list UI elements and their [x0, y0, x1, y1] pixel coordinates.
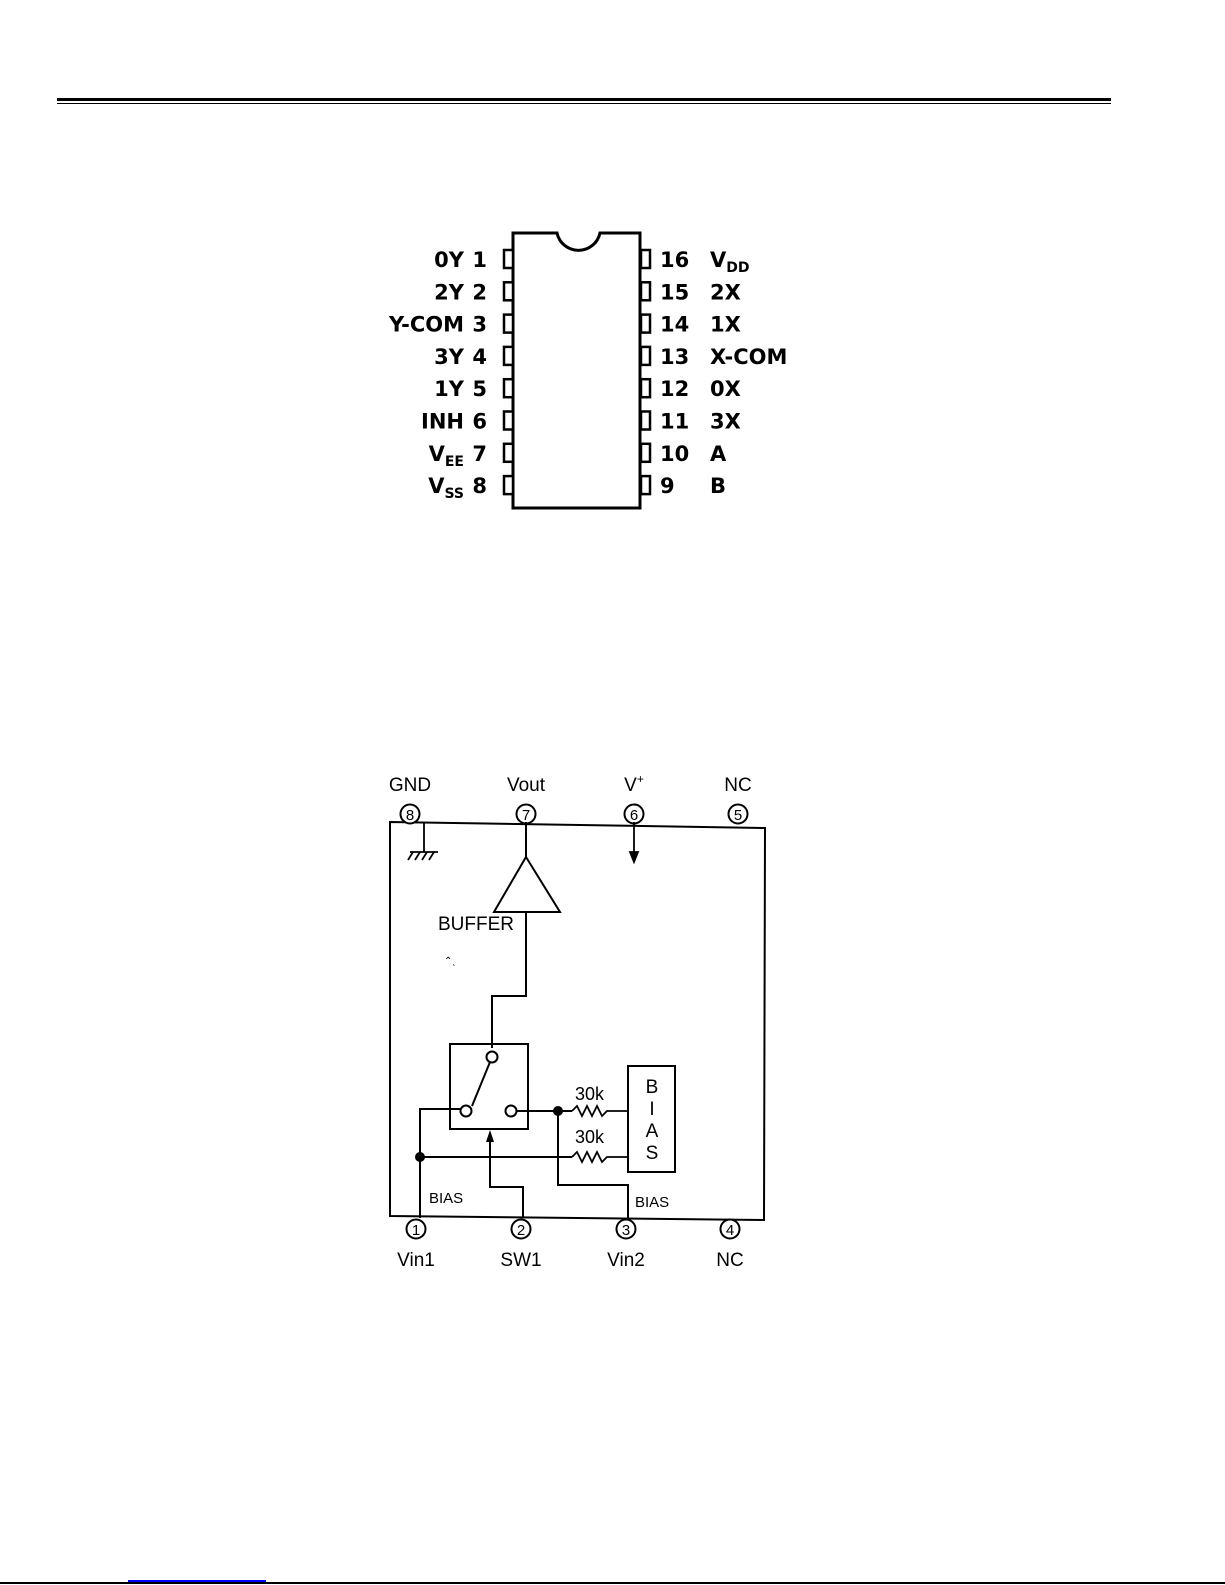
pin-12-label: 0X — [710, 377, 741, 401]
vplus-arrow — [630, 822, 638, 862]
pin-1-label: Vin1 — [397, 1250, 435, 1271]
switch-common-contact — [487, 1052, 498, 1063]
pin-2-number: 2 — [472, 280, 487, 304]
pin-4-label: NC — [716, 1250, 743, 1271]
pin-1-number: 1 — [412, 1222, 420, 1239]
pin-5-label: 1Y — [434, 377, 465, 401]
pin-6-label: INH — [421, 410, 464, 434]
pin-6-lead — [504, 412, 513, 430]
pin-2-lead — [504, 282, 513, 300]
stray-mark: ⌃ˎ — [444, 956, 456, 967]
pin-10-number: 10 — [660, 442, 689, 466]
pin-5-label: NC — [724, 775, 751, 796]
pin-11-label: 3X — [710, 410, 741, 434]
pin-9-lead — [641, 476, 650, 494]
pin-14-lead — [641, 315, 650, 333]
pin-13-number: 13 — [660, 345, 689, 369]
pin-7-label: VEE — [429, 442, 464, 470]
pin-15-lead — [641, 282, 650, 300]
pin-8-number: 8 — [472, 474, 487, 498]
switch-contact-2 — [506, 1106, 517, 1117]
pin-14-number: 14 — [660, 313, 689, 337]
resistor-top-value: 30k — [575, 1084, 605, 1104]
pin-2-label: SW1 — [500, 1250, 541, 1271]
pin-7-number: 7 — [472, 442, 487, 466]
pin-9-label: B — [710, 474, 726, 498]
pin-4-number: 4 — [726, 1222, 734, 1239]
pin-2-number: 2 — [517, 1222, 525, 1239]
pin-4-label: 3Y — [434, 345, 465, 369]
resistor-bottom-value: 30k — [575, 1127, 605, 1147]
pin-13-lead — [641, 347, 650, 365]
pin-3-lead — [504, 315, 513, 333]
pin-10-lead — [641, 444, 650, 462]
footer-rule — [0, 1582, 1225, 1584]
chip-outline — [390, 822, 765, 1220]
header-rule-thin — [57, 103, 1111, 104]
pin-1-number: 1 — [472, 248, 487, 272]
dip16-pinout-diagram: 1 0Y 2 2Y 3 Y-COM 4 3Y 5 1Y 6 INH 7 VEE 8 VSS 16 VDD 15 2X… — [370, 215, 810, 520]
pin-16-number: 16 — [660, 248, 689, 272]
pin-15-label: 2X — [710, 280, 741, 304]
pin-7-label: Vout — [507, 775, 546, 796]
pin-6-label: V+ — [624, 772, 644, 796]
pin-3-number: 3 — [472, 313, 487, 337]
pin-7-lead — [504, 444, 513, 462]
pin-8-label: GND — [389, 775, 431, 796]
resistor-top — [572, 1106, 628, 1116]
buffer-triangle — [494, 822, 560, 912]
pin-5-number: 5 — [472, 377, 487, 401]
pin-11-number: 11 — [660, 410, 689, 434]
footer-link-underline[interactable] — [128, 1580, 266, 1582]
resistor-bottom — [572, 1152, 628, 1162]
pin-8-label: VSS — [428, 474, 464, 502]
switch-arm — [472, 1062, 490, 1106]
pin-9-number: 9 — [660, 474, 675, 498]
pin-5-number: 5 — [734, 807, 742, 824]
pin-12-lead — [641, 379, 650, 397]
sw1-control-wire — [490, 1134, 523, 1218]
pin-3-label: Y-COM — [388, 313, 464, 337]
pin-6-number: 6 — [472, 410, 487, 434]
pin-8-lead — [504, 476, 513, 494]
pin-2-label: 2Y — [434, 280, 465, 304]
pin-14-label: 1X — [710, 313, 741, 337]
pin-16-label: VDD — [710, 248, 750, 276]
pin-15-number: 15 — [660, 280, 689, 304]
pin-11-lead — [641, 412, 650, 430]
pin-16-lead — [641, 250, 650, 268]
sw1-control-arrow — [486, 1130, 494, 1142]
pin-1-label: 0Y — [434, 248, 465, 272]
pin-6-number: 6 — [630, 807, 638, 824]
pin-1-lead — [504, 250, 513, 268]
ground-symbol — [408, 822, 438, 860]
bias-label-left: BIAS — [429, 1190, 463, 1207]
switch-contact-1 — [461, 1106, 472, 1117]
pin-3-label: Vin2 — [607, 1250, 645, 1271]
bias-block-letter: S — [646, 1143, 659, 1164]
pin-4-number: 4 — [472, 345, 487, 369]
pin-7-number: 7 — [522, 807, 530, 824]
pin-8-number: 8 — [406, 807, 414, 824]
header-rule — [57, 98, 1111, 101]
pin-5-lead — [504, 379, 513, 397]
pin-12-number: 12 — [660, 377, 689, 401]
bias-block-letter: I — [649, 1099, 654, 1120]
pin-4-lead — [504, 347, 513, 365]
ic-package-body — [513, 233, 640, 508]
pin-10-label: A — [710, 442, 727, 466]
pin-3-number: 3 — [622, 1222, 630, 1239]
bias-label-right: BIAS — [635, 1194, 669, 1211]
pin-13-label: X-COM — [710, 345, 787, 369]
buffer-label: BUFFER — [438, 914, 514, 935]
bias-block-letter: B — [646, 1077, 659, 1098]
bias-block-letter: A — [646, 1121, 659, 1142]
